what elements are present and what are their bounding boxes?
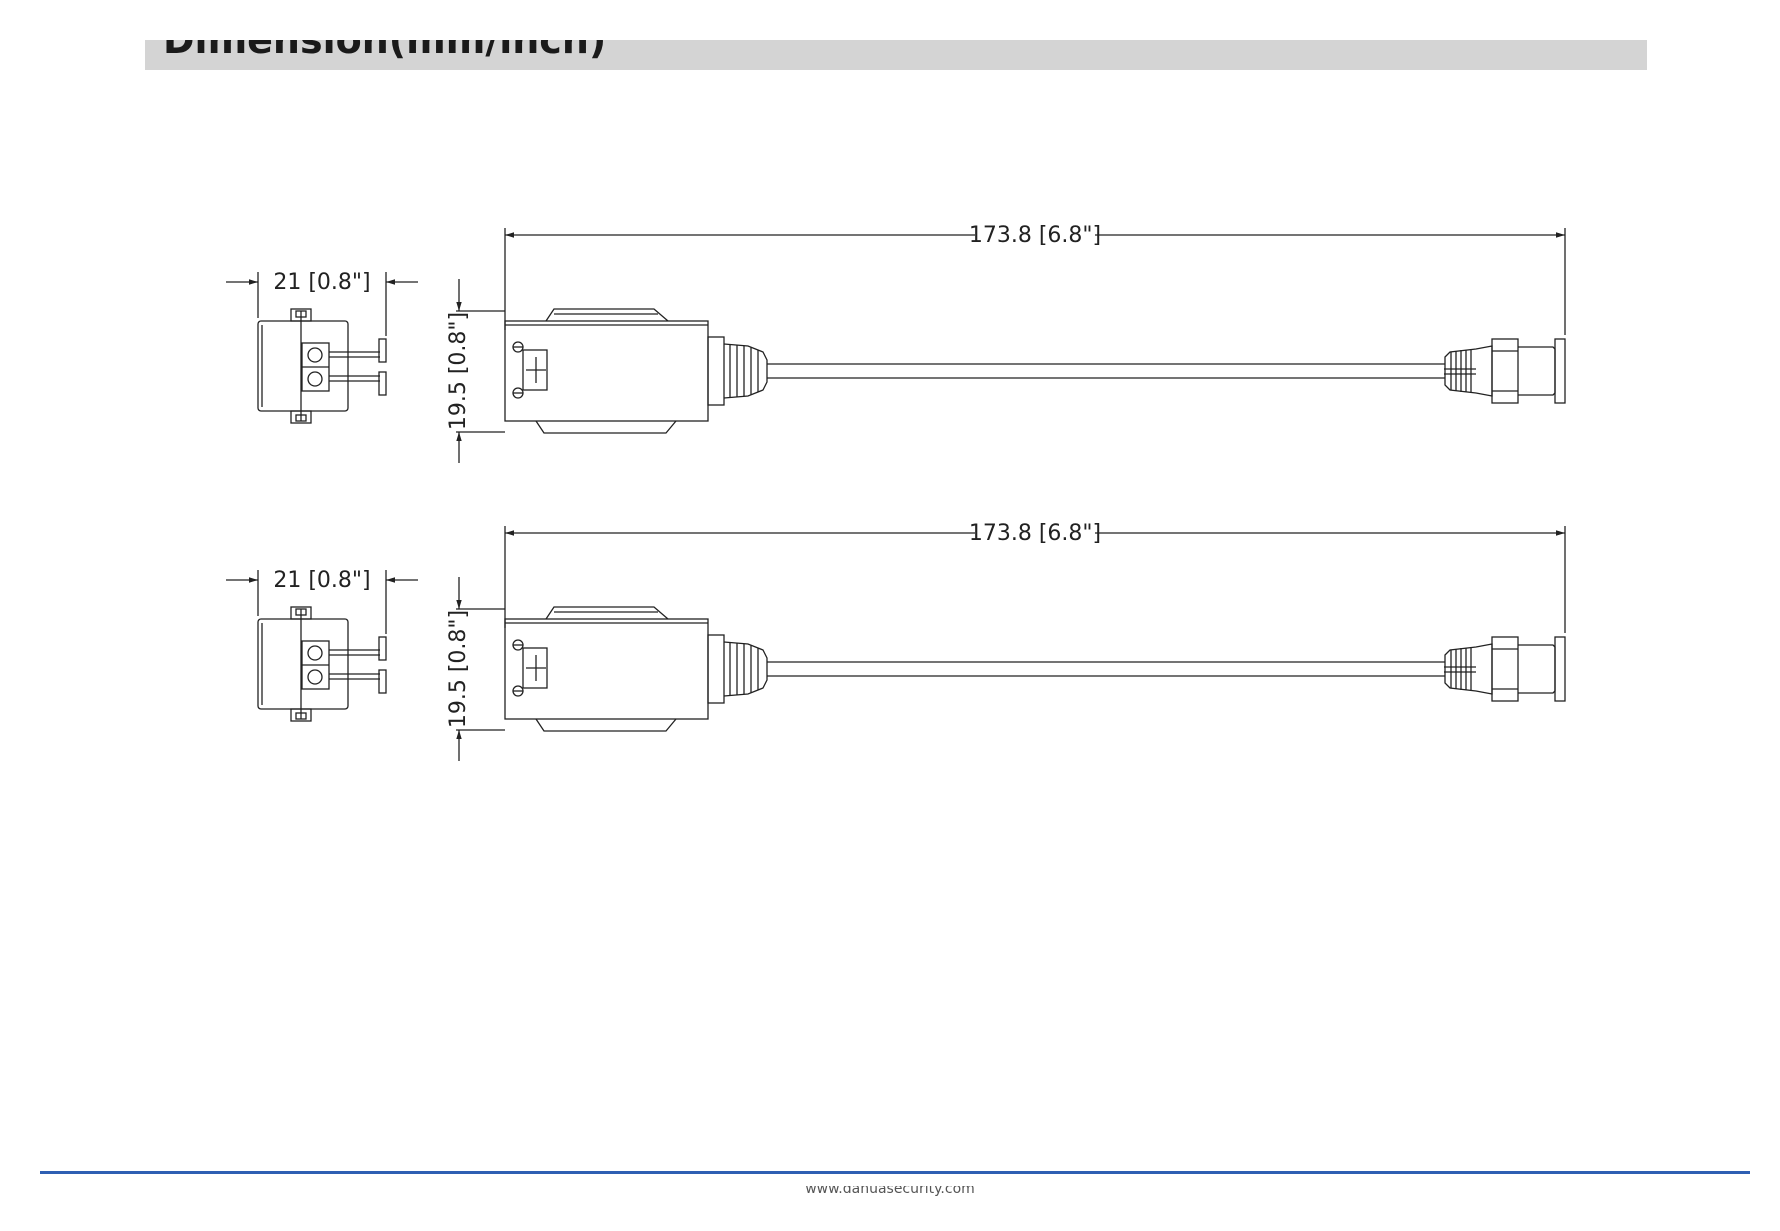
length-dimension-label: 173.8 [6.8"]	[969, 223, 1101, 248]
width-dimension-label: 21 [0.8"]	[273, 270, 370, 295]
footer-divider	[40, 1171, 1750, 1174]
end-view-2	[257, 606, 387, 722]
end-view-1	[257, 308, 387, 424]
section-title: Dimension(mm/inch)	[163, 40, 607, 62]
length-dimension-label-2: 173.8 [6.8"]	[969, 521, 1101, 546]
strain-relief-2	[707, 634, 768, 704]
height-dimension-label: 19.5 [0.8"]	[446, 312, 471, 430]
section-header-band: Dimension(mm/inch)	[145, 40, 1647, 70]
drawing-view-2	[226, 526, 1566, 761]
bnc-connector-2	[1444, 636, 1566, 702]
footer-url: www.dahuasecurity.com	[805, 1186, 975, 1196]
main-body-2	[504, 606, 709, 732]
height-dimension-label-2: 19.5 [0.8"]	[446, 610, 471, 728]
width-dimension-label-2: 21 [0.8"]	[273, 568, 370, 593]
strain-relief-1	[707, 336, 768, 406]
bnc-connector-1	[1444, 338, 1566, 404]
main-body-1	[504, 308, 709, 434]
drawing-view-1	[226, 228, 1566, 463]
